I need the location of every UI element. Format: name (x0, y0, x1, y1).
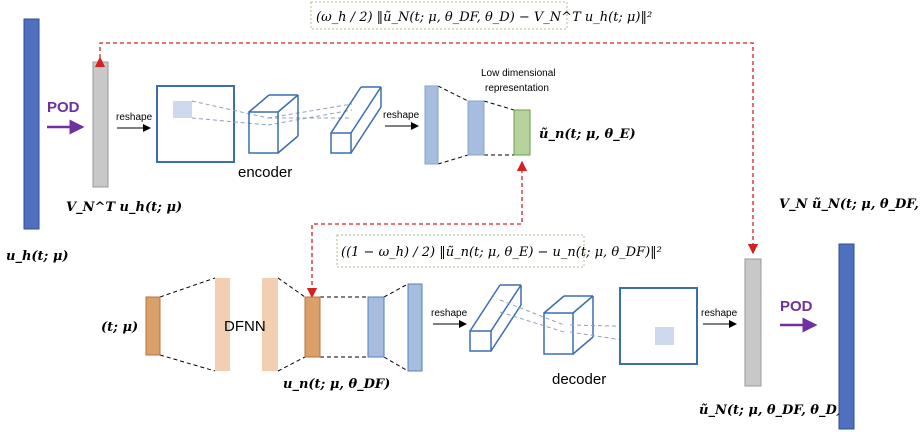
reshape-label-1: reshape (116, 112, 153, 123)
decoder-output-square (619, 287, 698, 365)
reshape-label-4: reshape (701, 308, 738, 319)
low-dim-label-line2: representation (485, 83, 549, 94)
loss-top-box (310, 1, 568, 30)
projected-vector (92, 61, 109, 188)
loss-mid-box (336, 234, 585, 268)
latent-layer (513, 109, 531, 156)
decoder-dense-layer-1 (367, 296, 385, 358)
pod-label-right: POD (780, 298, 813, 315)
dfnn-output-layer (304, 296, 321, 358)
decoder-cube-2 (543, 295, 594, 355)
encoder-dense-layer-2 (467, 100, 485, 156)
decoded-vector (744, 258, 762, 387)
reshape-label-2: reshape (383, 110, 420, 121)
decoder-output-patch (655, 327, 674, 345)
projected-label: V_N^T u_h(t; μ) (66, 200, 182, 215)
encoder-label: encoder (238, 164, 292, 181)
u-h-label: u_h(t; μ) (6, 249, 69, 264)
low-dim-label-line1: Low dimensional (481, 68, 556, 79)
dfnn-connections (159, 277, 409, 372)
pod-label-left: POD (47, 99, 80, 116)
dfnn-output-label: u_n(t; μ, θ_DF) (283, 377, 390, 392)
loss-mid-formula: ((1 − ω_h) / 2) ‖ũ_n(t; μ, θ_E) − u_n(t;… (341, 245, 662, 260)
encoder-output-label: ũ_n(t; μ, θ_E) (539, 127, 636, 142)
decoder-output-label: ũ_N(t; μ, θ_DF, θ_D) (699, 403, 843, 418)
loss-top-formula: (ω_h / 2) ‖ũ_N(t; μ, θ_DF, θ_D) − V_N^T … (316, 10, 652, 25)
dfnn-hidden-layer-2 (262, 278, 278, 371)
dfnn-input-layer (145, 296, 161, 356)
decoder-cube-1 (469, 284, 522, 352)
reconstructed-vector (838, 243, 855, 430)
dfnn-hidden-layer-1 (215, 278, 230, 371)
loss-mid-arrow (306, 160, 528, 299)
input-params-label: (t; μ) (101, 320, 138, 335)
encoder-dense-layer-1 (424, 85, 439, 165)
decoder-label: decoder (552, 371, 606, 388)
full-order-vector (23, 18, 40, 230)
encoder-input-patch (173, 101, 192, 118)
dfnn-label: DFNN (224, 318, 266, 335)
loss-top-arrow (94, 42, 759, 255)
reconstruction-label: V_N ũ_N(t; μ, θ_DF, θ_D) (779, 197, 921, 212)
encoder-cube-2 (330, 86, 382, 154)
decoder-dense-layer-2 (407, 283, 423, 372)
reshape-label-3: reshape (431, 308, 468, 319)
encoder-input-square (156, 85, 235, 163)
